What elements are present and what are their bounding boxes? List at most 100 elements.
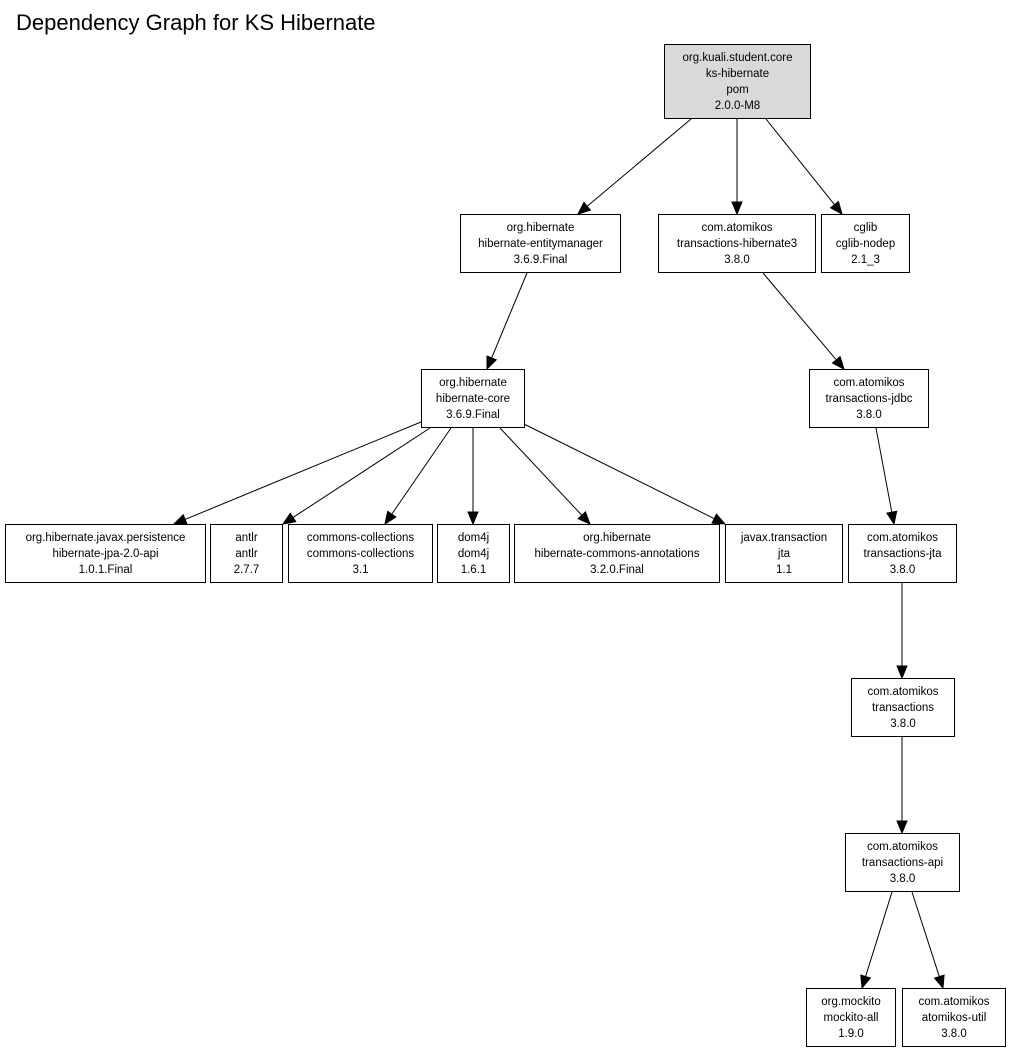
node-box bbox=[5, 524, 206, 583]
node-box bbox=[848, 524, 957, 583]
node-box bbox=[845, 833, 960, 892]
arrow-head bbox=[711, 513, 727, 525]
node-label-line: 3.6.9.Final bbox=[514, 254, 568, 266]
node-mockito-all[interactable]: org.mockito mockito-all 1.9.0 bbox=[806, 988, 896, 1047]
edge-line bbox=[523, 423, 715, 520]
edge-hibernate-core-to-commons-collections bbox=[384, 427, 452, 526]
edge-hibernate-core-to-hibernate-jpa bbox=[172, 421, 422, 525]
arrow-head bbox=[896, 665, 908, 680]
edge-line bbox=[765, 118, 835, 205]
arrow-head bbox=[731, 201, 743, 216]
node-box bbox=[421, 369, 525, 428]
node-label-line: dom4j bbox=[458, 532, 489, 544]
nodes-layer: org.kuali.student.coreks-hibernatepom2.0… bbox=[5, 44, 1006, 1047]
node-label-line: hibernate-core bbox=[436, 393, 510, 405]
arrow-head bbox=[829, 200, 843, 216]
edge-line bbox=[292, 427, 431, 518]
node-label-line: com.atomikos bbox=[702, 222, 773, 234]
node-label-line: 1.9.0 bbox=[838, 1028, 864, 1040]
node-box bbox=[851, 678, 955, 737]
node-box bbox=[514, 524, 720, 583]
node-label-line: org.mockito bbox=[821, 996, 880, 1008]
edge-ks-hibernate-to-transactions-hibernate3 bbox=[731, 119, 743, 216]
node-label-line: pom bbox=[726, 84, 748, 96]
node-hibernate-entitymanager[interactable]: org.hibernatehibernate-entitymanager3.6.… bbox=[460, 214, 621, 273]
edge-line bbox=[491, 272, 528, 359]
node-label-line: commons-collections bbox=[307, 548, 415, 560]
edge-line bbox=[586, 118, 692, 207]
arrow-head bbox=[831, 355, 845, 370]
node-label-line: 3.8.0 bbox=[890, 873, 916, 885]
edge-transactions-jdbc-to-transactions-jta bbox=[875, 427, 898, 526]
node-label-line: com.atomikos bbox=[834, 377, 905, 389]
edge-transactions-to-transactions-api bbox=[896, 737, 908, 835]
edge-transactions-hibernate3-to-transactions-jdbc bbox=[762, 272, 845, 370]
node-box bbox=[806, 988, 896, 1047]
edge-line bbox=[875, 427, 893, 513]
arrow-head bbox=[486, 355, 498, 371]
node-box bbox=[658, 214, 816, 273]
node-label-line: transactions-jdbc bbox=[826, 393, 913, 405]
node-box bbox=[210, 524, 283, 583]
arrow-head bbox=[384, 510, 397, 526]
edge-line bbox=[762, 272, 837, 361]
arrow-head bbox=[886, 510, 898, 526]
node-label-line: transactions bbox=[872, 702, 934, 714]
edge-hibernate-core-to-jta bbox=[523, 423, 727, 525]
node-label-line: 3.8.0 bbox=[724, 254, 750, 266]
node-label-line: org.kuali.student.core bbox=[683, 52, 793, 64]
edge-transactions-jta-to-transactions bbox=[896, 583, 908, 680]
node-label-line: 2.0.0-M8 bbox=[715, 100, 760, 112]
node-label-line: 3.8.0 bbox=[890, 564, 916, 576]
node-label-line: com.atomikos bbox=[919, 996, 990, 1008]
node-label-line: mockito-all bbox=[824, 1012, 879, 1024]
edge-ks-hibernate-to-cglib-nodep bbox=[765, 118, 843, 216]
node-ks-hibernate[interactable]: org.kuali.student.coreks-hibernatepom2.0… bbox=[664, 44, 811, 119]
node-box bbox=[809, 369, 929, 428]
node-label-line: 2.1_3 bbox=[851, 254, 880, 266]
arrow-head bbox=[467, 511, 479, 526]
node-label-line: 3.8.0 bbox=[890, 718, 916, 730]
node-dom4j[interactable]: dom4j dom4j 1.6.1 bbox=[437, 524, 510, 583]
node-label-line: cglib-nodep bbox=[836, 238, 895, 250]
node-label-line: 1.6.1 bbox=[461, 564, 487, 576]
node-label-line: 3.8.0 bbox=[856, 409, 882, 421]
node-label-line: org.hibernate bbox=[439, 377, 507, 389]
node-transactions-jdbc[interactable]: com.atomikos transactions-jdbc 3.8.0 bbox=[809, 369, 929, 428]
node-box bbox=[288, 524, 433, 583]
arrow-head bbox=[577, 201, 592, 215]
node-label-line: commons-collections bbox=[307, 532, 415, 544]
node-label-line: hibernate-commons-annotations bbox=[535, 548, 700, 560]
arrow-head bbox=[933, 974, 945, 990]
edges-layer bbox=[172, 118, 945, 990]
arrow-head bbox=[281, 512, 297, 525]
edge-hibernate-core-to-hibernate-commons-annotations bbox=[499, 427, 591, 525]
edge-ks-hibernate-to-hibernate-entitymanager bbox=[577, 118, 692, 215]
node-commons-collections[interactable]: commons-collections commons-collections 3.… bbox=[288, 524, 433, 583]
node-label-line: 3.1 bbox=[353, 564, 369, 576]
edge-hibernate-core-to-dom4j bbox=[467, 428, 479, 526]
node-label-line: jta bbox=[777, 548, 791, 560]
node-label-line: 2.7.7 bbox=[234, 564, 260, 576]
node-hibernate-jpa[interactable]: org.hibernate.javax.persistencehibernate… bbox=[5, 524, 206, 583]
node-label-line: dom4j bbox=[458, 548, 489, 560]
node-box bbox=[460, 214, 621, 273]
node-label-line: org.hibernate bbox=[583, 532, 651, 544]
node-label-line: antlr bbox=[235, 532, 258, 544]
edge-line bbox=[499, 427, 583, 516]
edge-line bbox=[391, 427, 452, 515]
node-hibernate-commons-annotations[interactable]: org.hibernate hibernate-commons-annotatio… bbox=[514, 524, 720, 583]
node-label-line: org.hibernate bbox=[507, 222, 575, 234]
node-box bbox=[902, 988, 1006, 1047]
arrow-head bbox=[172, 513, 188, 525]
